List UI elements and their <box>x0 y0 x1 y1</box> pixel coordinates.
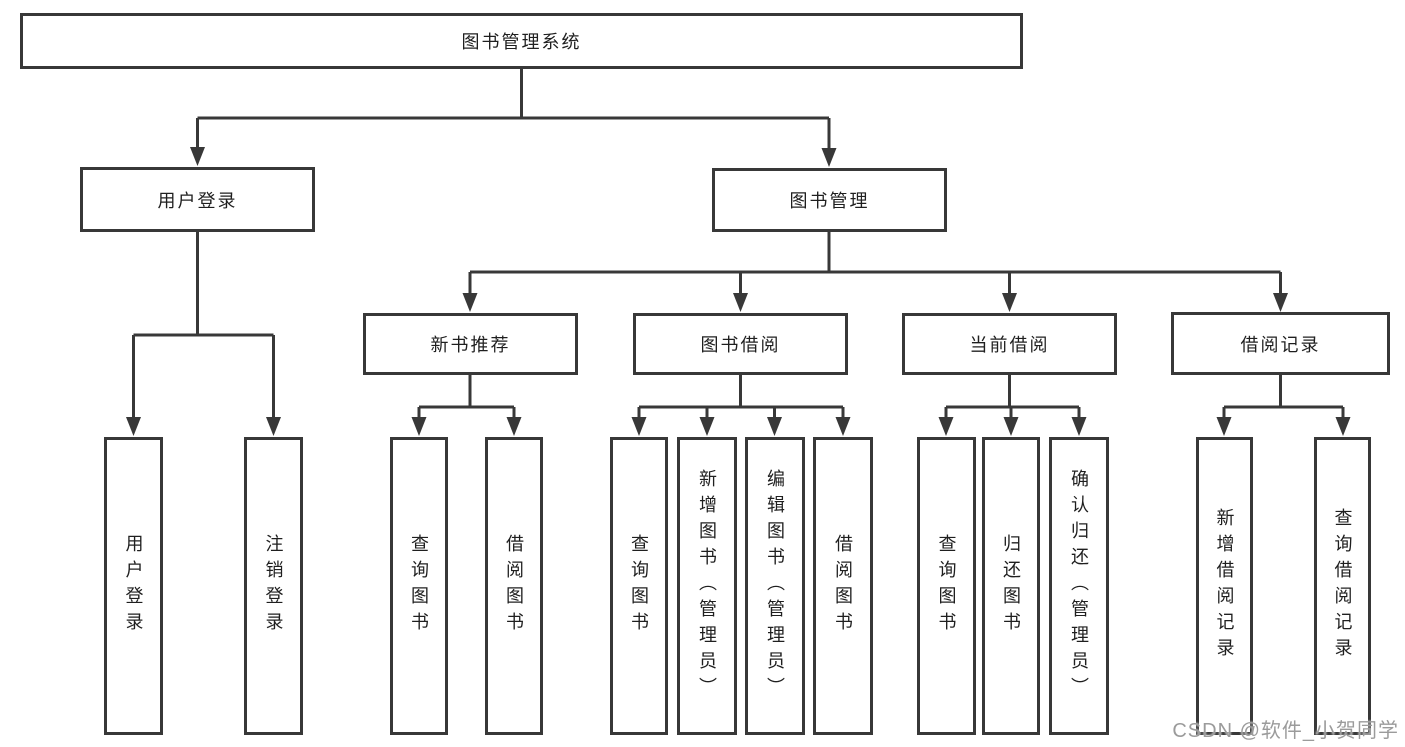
node-label: 借阅记录 <box>1240 334 1321 355</box>
node-book-management: 图书管理 <box>712 168 947 232</box>
node-label: 新增借阅记录 <box>1214 508 1235 664</box>
node-label: 借阅图书 <box>504 534 524 638</box>
csdn-watermark: CSDN @软件_小贺同学 <box>1172 720 1399 742</box>
node-label: 借阅图书 <box>833 534 853 638</box>
node-label: 当前借阅 <box>969 335 1050 355</box>
node-label: 注销登录 <box>263 534 284 638</box>
node-label: 查询图书 <box>629 534 649 638</box>
node-label: 用户登录 <box>157 190 238 211</box>
node-current-borrowing: 当前借阅 <box>902 313 1117 375</box>
node-label: 查询图书 <box>409 534 429 638</box>
leaf-query-books-borrowing: 查询图书 <box>610 437 668 735</box>
leaf-query-borrow-record: 查询借阅记录 <box>1314 437 1371 735</box>
node-label: 查询图书 <box>936 534 957 638</box>
node-label: 图书管理系统 <box>461 32 582 52</box>
node-label: 编辑图书（管理员） <box>765 469 785 703</box>
node-label: 确认归还（管理员） <box>1069 469 1089 703</box>
leaf-borrow-books-borrowing: 借阅图书 <box>813 437 873 735</box>
node-label: 图书借阅 <box>700 335 781 355</box>
leaf-add-book-admin: 新增图书（管理员） <box>677 437 737 735</box>
leaf-query-books-recommend: 查询图书 <box>390 437 448 735</box>
node-label: 新书推荐 <box>430 335 511 355</box>
node-borrowing-records: 借阅记录 <box>1171 312 1390 375</box>
node-label: 图书管理 <box>789 191 870 211</box>
node-user-login: 用户登录 <box>80 167 315 232</box>
node-label: 查询借阅记录 <box>1332 508 1353 664</box>
node-new-book-recommend: 新书推荐 <box>363 313 578 375</box>
leaf-return-book: 归还图书 <box>982 437 1040 735</box>
node-library-system: 图书管理系统 <box>20 13 1023 69</box>
leaf-borrow-books-recommend: 借阅图书 <box>485 437 543 735</box>
leaf-edit-book-admin: 编辑图书（管理员） <box>745 437 805 735</box>
leaf-user-login: 用户登录 <box>104 437 163 735</box>
leaf-add-borrow-record: 新增借阅记录 <box>1196 437 1253 735</box>
node-label: 新增图书（管理员） <box>697 469 717 703</box>
node-label: 用户登录 <box>123 534 144 638</box>
node-book-borrowing: 图书借阅 <box>633 313 848 375</box>
node-label: 归还图书 <box>1001 534 1021 638</box>
leaf-query-books-current: 查询图书 <box>917 437 976 735</box>
leaf-logout: 注销登录 <box>244 437 303 735</box>
leaf-confirm-return-admin: 确认归还（管理员） <box>1049 437 1109 735</box>
